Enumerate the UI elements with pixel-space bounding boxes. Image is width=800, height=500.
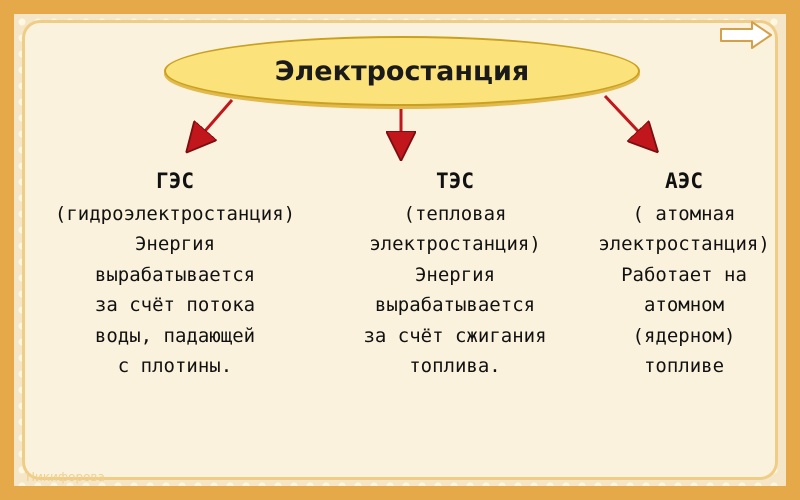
column-line: топливе: [643, 355, 725, 377]
column-tes: ТЭС (тепловая электростанция) Энергия вы…: [330, 166, 580, 382]
column-line: воды, падающей: [94, 324, 256, 347]
column-line: Энергия: [414, 263, 496, 286]
column-line: за счёт потока: [94, 294, 256, 316]
column-heading: АЭС: [665, 169, 703, 193]
next-arrow-icon[interactable]: [718, 20, 774, 50]
column-line: вырабатывается: [94, 263, 256, 286]
column-line: за счёт сжигания: [363, 324, 547, 347]
column-line: с плотины.: [117, 355, 233, 377]
column-line: атомном: [643, 294, 725, 316]
column-line: электростанция): [598, 233, 770, 255]
column-line: (ядерном): [632, 324, 736, 347]
column-line: Работает на: [621, 263, 747, 286]
diagram-title: Электростанция: [274, 55, 530, 87]
column-line: ( атомная: [632, 202, 736, 225]
column-line: электростанция): [369, 233, 541, 255]
column-line: (гидроэлектростанция): [54, 202, 296, 225]
author-watermark: Никифорова: [26, 470, 105, 484]
arrow-to-ges: [192, 99, 234, 146]
column-aes: АЭС ( атомная электростанция) Работает н…: [566, 166, 800, 382]
title-oval: Электростанция: [164, 36, 640, 106]
column-line: (тепловая: [403, 202, 507, 225]
column-line: вырабатывается: [374, 294, 536, 316]
column-line: Энергия: [134, 233, 216, 255]
column-ges: ГЭС (гидроэлектростанция) Энергия выраба…: [10, 166, 340, 382]
arrow-to-aes: [603, 94, 652, 146]
column-line: топлива.: [409, 355, 501, 377]
column-heading: ГЭС: [156, 169, 194, 193]
column-heading: ТЭС: [436, 169, 474, 193]
